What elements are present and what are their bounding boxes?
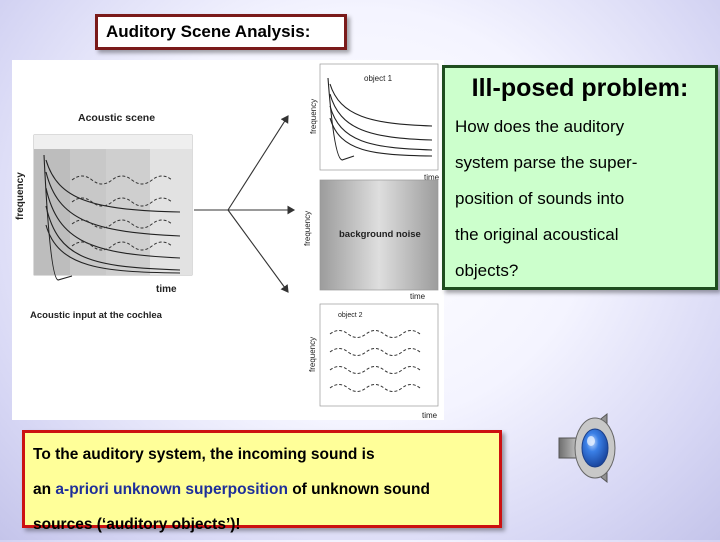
scene-time-axis-label: time bbox=[156, 284, 177, 295]
speaker-icon[interactable] bbox=[555, 408, 621, 488]
object1-label: object 1 bbox=[364, 74, 393, 83]
acoustic-scene-label: Acoustic scene bbox=[78, 112, 155, 124]
object2-label: object 2 bbox=[338, 312, 363, 319]
statement-line-2: an a-priori unknown superposition of unk… bbox=[33, 472, 491, 507]
scene-frequency-axis-label: frequency bbox=[15, 172, 26, 220]
auditory-scene-figure: Acoustic scene frequency time Acoustic i… bbox=[12, 60, 444, 420]
separation-arrows bbox=[194, 115, 296, 293]
ill-posed-heading: Ill-posed problem: bbox=[471, 74, 689, 102]
ill-posed-problem-box: Ill-posed problem: How does the auditory… bbox=[442, 65, 718, 290]
background-time-axis-label: time bbox=[410, 292, 426, 301]
superposition-statement-box: To the auditory system, the incoming sou… bbox=[22, 430, 502, 533]
ill-posed-line: How does the auditory bbox=[455, 117, 625, 136]
statement-line-2-pre: an bbox=[33, 481, 56, 498]
object2-dashed-curves bbox=[329, 330, 421, 392]
background-noise-label: background noise bbox=[339, 229, 421, 240]
object1-harmonic-curves bbox=[327, 77, 433, 161]
object2-frequency-axis-label: frequency bbox=[308, 337, 317, 372]
ill-posed-line: the original acoustical bbox=[455, 225, 619, 244]
cochlea-label: Acoustic input at the cochlea bbox=[30, 310, 163, 321]
object2-time-axis-label: time bbox=[422, 411, 438, 420]
ill-posed-question: How does the auditory system parse the s… bbox=[455, 109, 705, 289]
ill-posed-line: system parse the super- bbox=[455, 153, 638, 172]
background-frequency-axis-label: frequency bbox=[303, 211, 312, 246]
ill-posed-line: objects? bbox=[455, 261, 519, 280]
slide-title: Auditory Scene Analysis: bbox=[95, 14, 347, 50]
statement-highlight: a-priori unknown superposition bbox=[55, 481, 288, 498]
background-noise-panel bbox=[319, 179, 439, 291]
statement-line-3: sources (‘auditory objects’)! bbox=[33, 516, 241, 533]
object1-time-axis-label: time bbox=[424, 173, 440, 182]
object1-frequency-axis-label: frequency bbox=[309, 99, 318, 134]
object2-panel bbox=[319, 303, 439, 407]
scene-harmonic-curves bbox=[43, 154, 181, 281]
statement-line-1: To the auditory system, the incoming sou… bbox=[33, 446, 375, 463]
statement-line-2-post: of unknown sound bbox=[287, 481, 430, 498]
ill-posed-line: position of sounds into bbox=[455, 189, 625, 208]
